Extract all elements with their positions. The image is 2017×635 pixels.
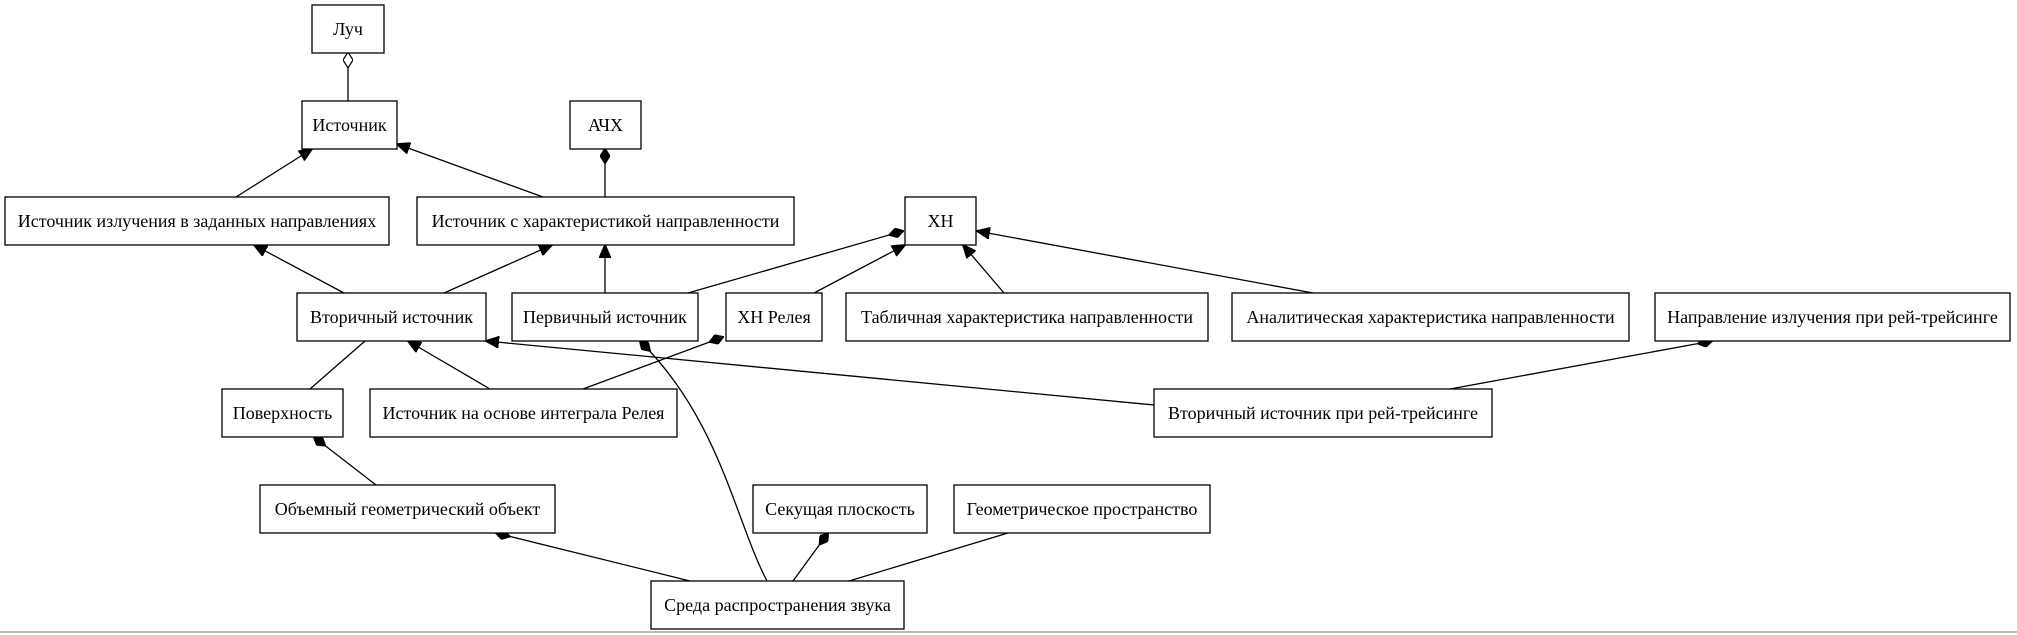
svg-text:Луч: Луч <box>333 19 363 39</box>
edge-sreda-to-geom-prostranstvo <box>848 532 1009 582</box>
edge-vtorichny-rt-to-napravlenie <box>1449 341 1712 390</box>
edge-sreda-to-obyemny <box>496 533 691 582</box>
svg-text:Объемный геометрический объект: Объемный геометрический объект <box>275 499 541 519</box>
svg-text:Поверхность: Поверхность <box>233 403 333 423</box>
edge-ist-kharakt-to-istochnik <box>397 144 544 198</box>
bottom-border <box>0 631 2017 633</box>
edge-ist-integral-to-vtorichny <box>408 341 491 390</box>
node-geom-prostranstvo: Геометрическое пространство <box>953 484 1211 534</box>
edge-pervichny-to-xn <box>687 231 903 294</box>
svg-text:Источник: Источник <box>312 115 386 135</box>
node-pervichny: Первичный источник <box>511 292 699 342</box>
edge-sreda-to-sekushaya <box>792 533 828 582</box>
edge-vtorichny-to-ist-izluch <box>254 245 345 294</box>
node-poverkhnost: Поверхность <box>221 388 344 438</box>
svg-text:ХН: ХН <box>928 211 954 231</box>
svg-text:Геометрическое пространство: Геометрическое пространство <box>967 499 1198 519</box>
svg-text:Вторичный источник: Вторичный источник <box>310 307 473 327</box>
edge-ist-izluch-to-istochnik <box>235 149 312 198</box>
svg-text:Источник с характеристикой нап: Источник с характеристикой направленност… <box>432 211 780 231</box>
node-achkh: АЧХ <box>569 100 642 150</box>
node-xn: ХН <box>904 196 977 246</box>
node-vtorichny: Вторичный источник <box>296 292 487 342</box>
svg-text:АЧХ: АЧХ <box>588 115 623 135</box>
node-istochnik: Источник <box>301 100 398 150</box>
node-xn-releya: ХН Релея <box>725 292 823 342</box>
svg-text:Первичный источник: Первичный источник <box>523 307 687 327</box>
edge-analiticheskaya-to-xn <box>977 231 1314 294</box>
svg-text:Источник излучения в заданных: Источник излучения в заданных направлени… <box>18 211 376 231</box>
svg-text:Вторичный источник при рей-тре: Вторичный источник при рей-трейсинге <box>1168 403 1478 423</box>
svg-text:Аналитическая характеристика н: Аналитическая характеристика направленно… <box>1246 307 1615 327</box>
node-sreda: Среда распространения звука <box>650 580 905 630</box>
node-vtorichny-rt: Вторичный источник при рей-трейсинге <box>1153 388 1493 438</box>
svg-text:Среда распространения звука: Среда распространения звука <box>664 595 891 615</box>
node-obyemny: Объемный геометрический объект <box>259 484 556 534</box>
svg-text:Табличная характеристика напра: Табличная характеристика направленности <box>861 307 1193 327</box>
node-analiticheskaya: Аналитическая характеристика направленно… <box>1231 292 1630 342</box>
node-napravlenie: Направление излучения при рей-трейсинге <box>1654 292 2011 342</box>
edge-tablichnaya-to-xn <box>963 245 1005 294</box>
edge-vtorichny-to-ist-kharakt <box>443 245 552 294</box>
svg-text:Секущая плоскость: Секущая плоскость <box>765 499 915 519</box>
edge-ist-integral-to-xn-releya <box>582 337 723 390</box>
node-ist-kharakt: Источник с характеристикой направленност… <box>416 196 795 246</box>
node-ist-integral: Источник на основе интеграла Релея <box>369 388 678 438</box>
node-luch: Луч <box>311 4 385 54</box>
node-ist-izluch: Источник излучения в заданных направлени… <box>4 196 390 246</box>
svg-text:Направление излучения при рей-: Направление излучения при рей-трейсинге <box>1667 307 1998 327</box>
node-sekushaya: Секущая плоскость <box>752 484 928 534</box>
edge-xn-releya-to-xn <box>813 245 905 294</box>
edge-obyemny-to-poverkhnost <box>314 437 377 486</box>
edge-sreda-to-pervichny <box>640 341 768 582</box>
svg-text:ХН Релея: ХН Релея <box>737 307 811 327</box>
edge-poverkhnost-to-vtorichny <box>309 340 366 390</box>
node-tablichnaya: Табличная характеристика направленности <box>845 292 1209 342</box>
svg-text:Источник на основе интеграла Р: Источник на основе интеграла Релея <box>383 403 665 423</box>
edge-vtorichny-rt-to-vtorichny <box>486 341 1155 406</box>
